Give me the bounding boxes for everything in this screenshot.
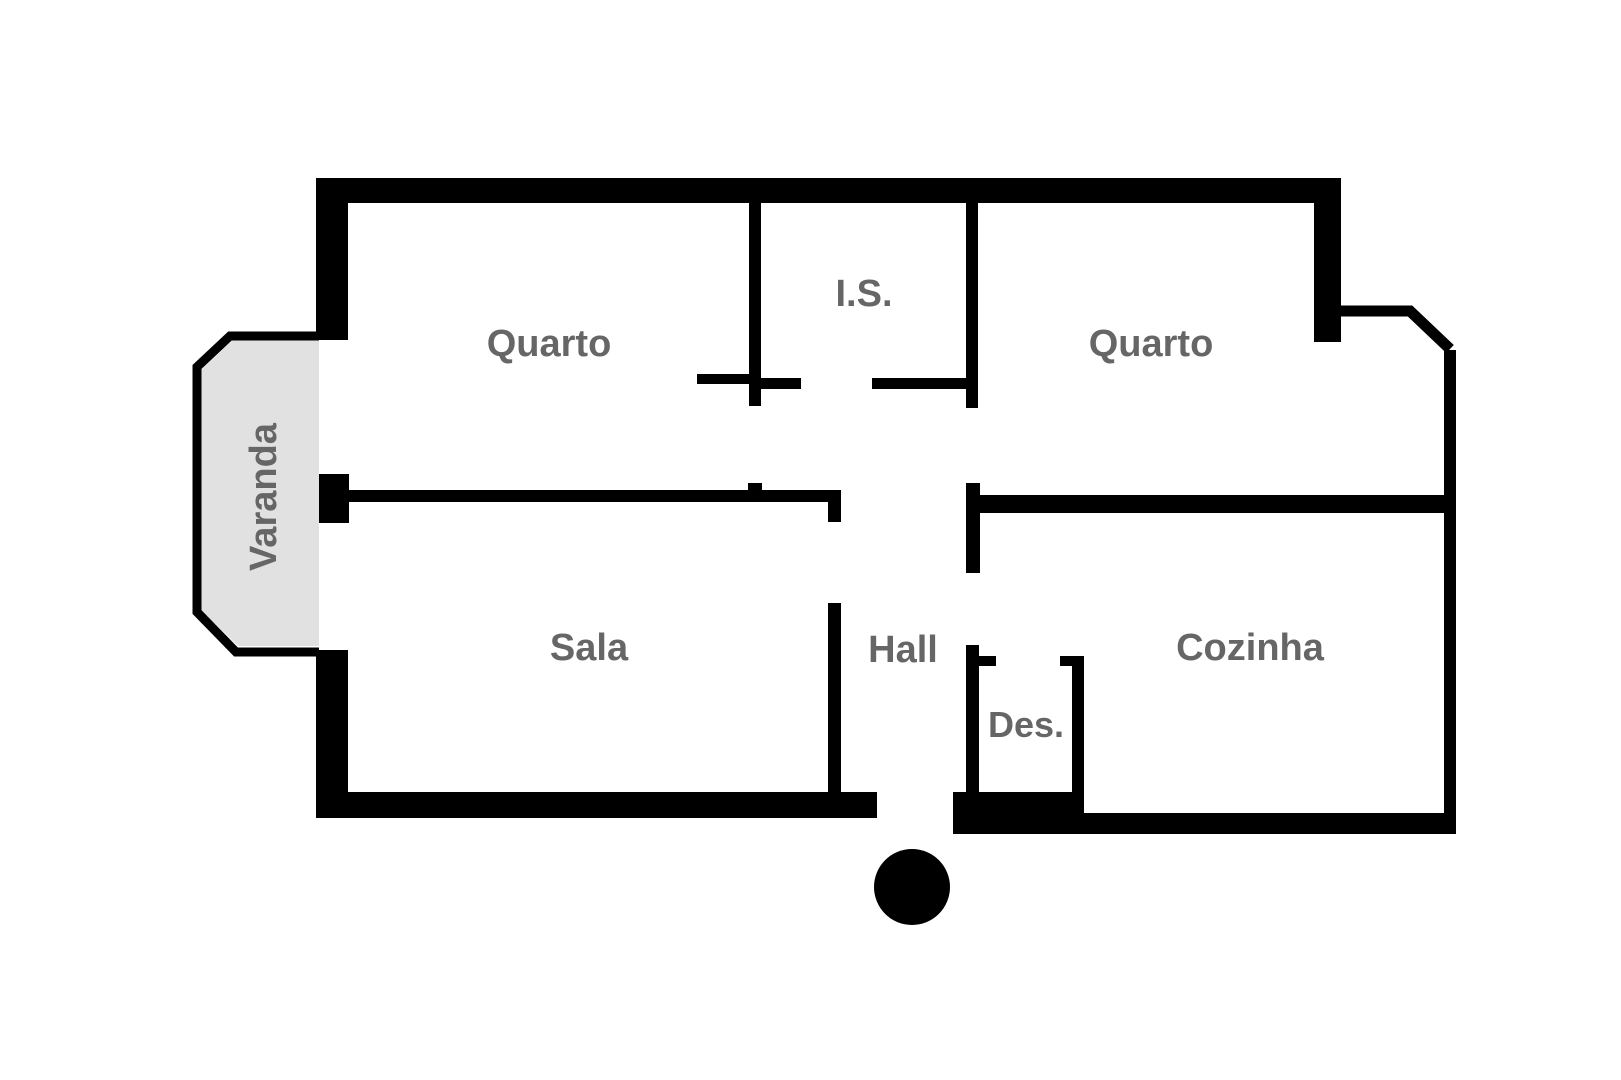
room-label-is: I.S. [835,273,892,315]
room-label-varanda: Varanda [243,422,285,571]
room-label-des: Des. [988,704,1064,745]
room-label-cozinha: Cozinha [1176,627,1325,669]
room-label-quarto-right: Quarto [1089,323,1214,365]
entrance-marker [874,849,950,925]
room-label-quarto-left: Quarto [487,323,612,365]
varanda-wall [192,331,319,657]
room-label-sala: Sala [550,627,629,669]
room-label-hall: Hall [868,629,938,671]
varanda-area [201,340,319,646]
right-corner-wall [1328,305,1454,353]
exterior-walls [316,178,1456,834]
interior-walls [319,198,1450,834]
